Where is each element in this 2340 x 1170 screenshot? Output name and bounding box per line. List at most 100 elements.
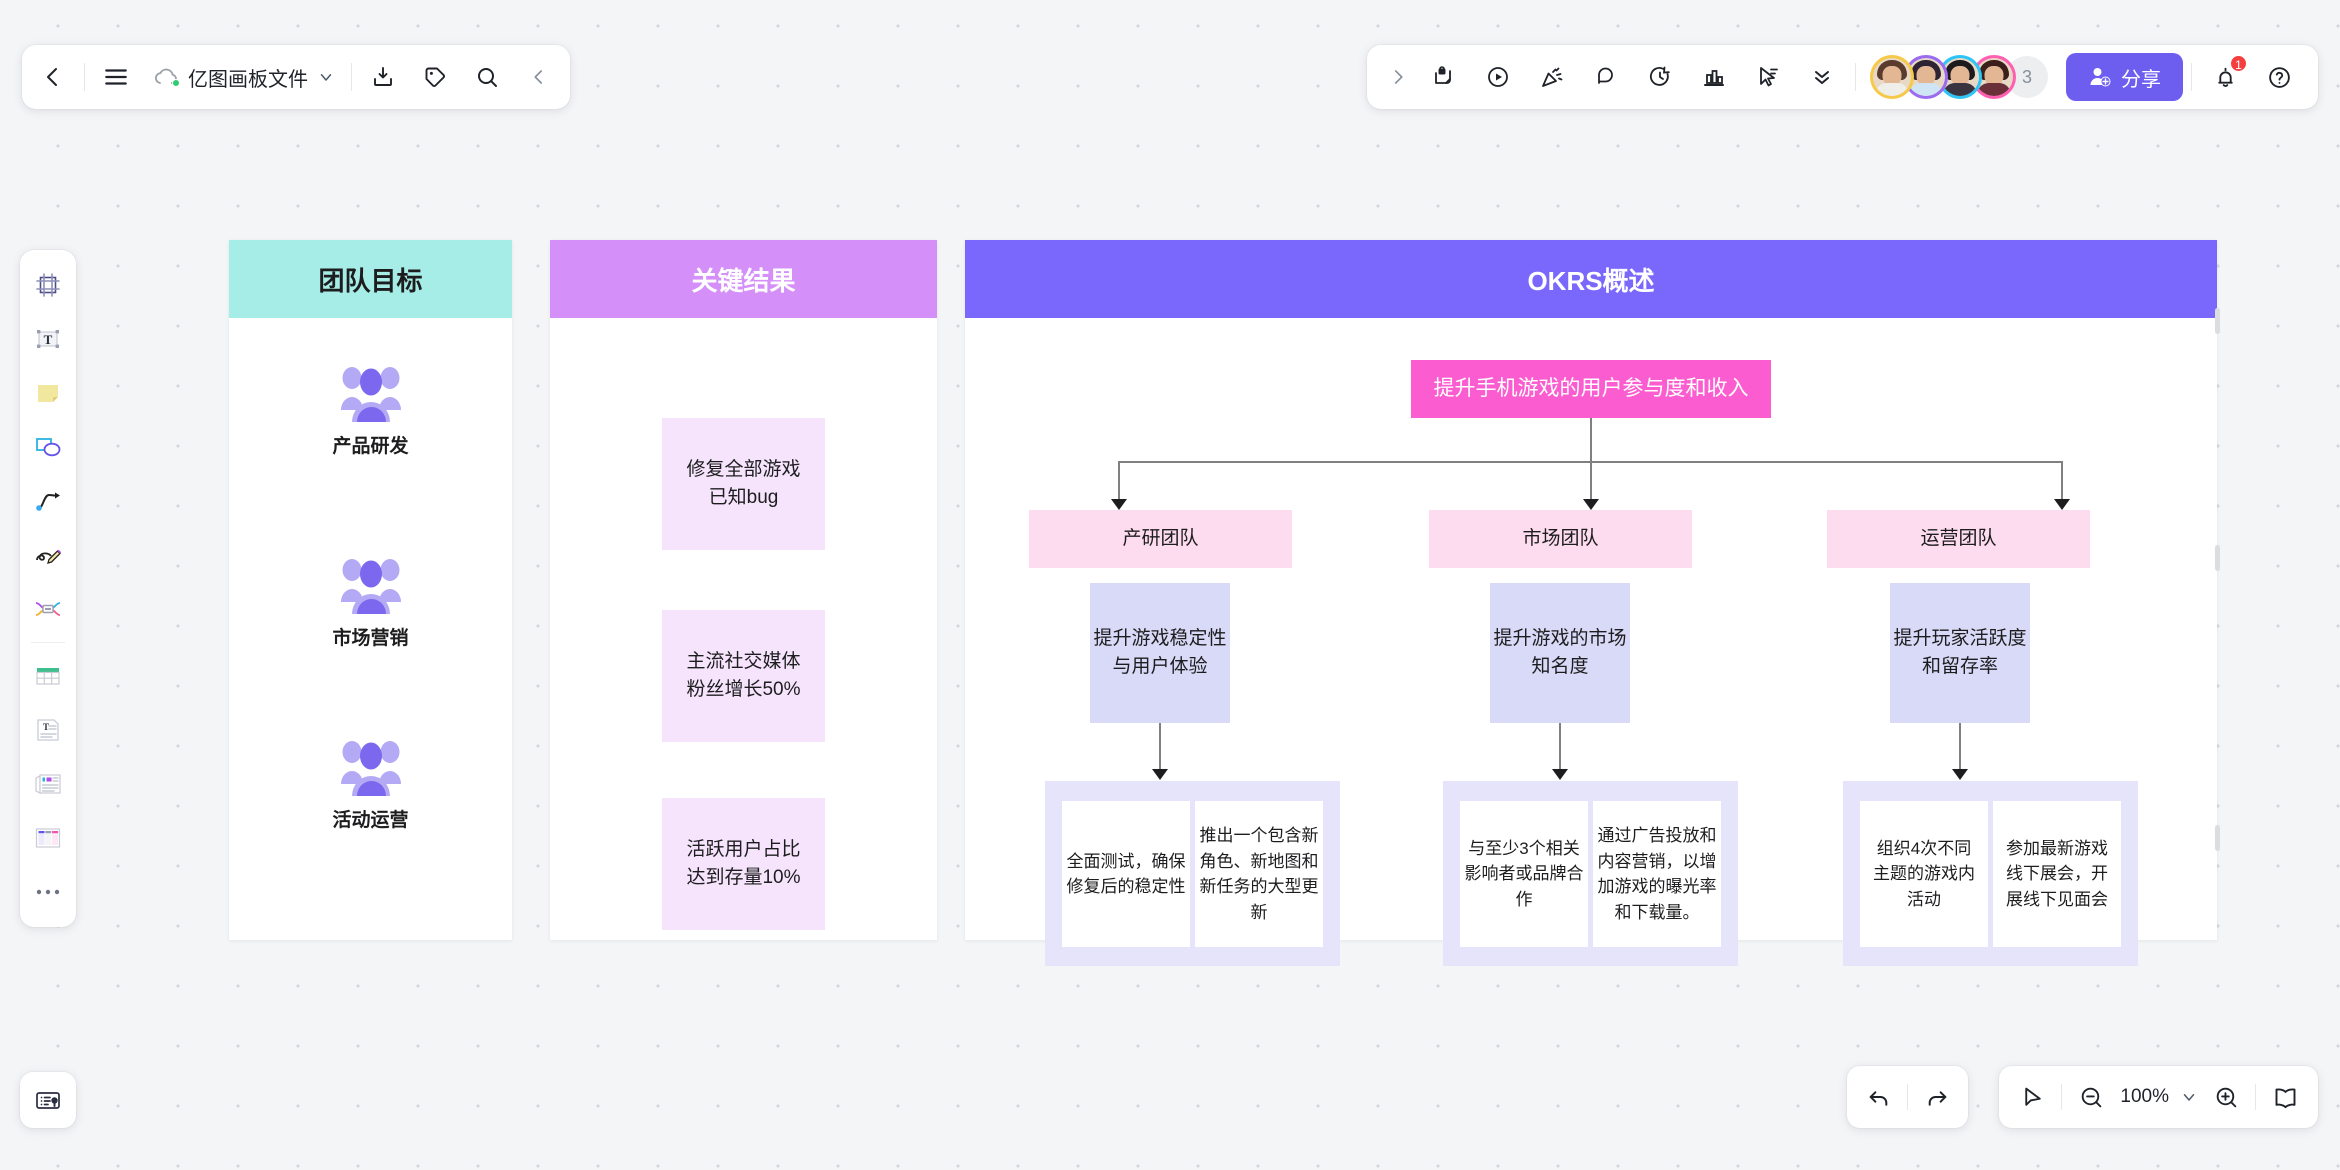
frame-tool[interactable] [25,260,71,310]
connector-branch-3 [2061,461,2063,501]
mindmap-tool[interactable] [25,584,71,634]
help-circle-icon [2268,66,2290,88]
more-tools-icon [36,889,60,895]
text-tool[interactable]: T [25,314,71,364]
goal-item[interactable]: 产品研发 [229,366,512,458]
play-presentation-icon [1488,67,1508,87]
download-export-icon [374,67,392,86]
column-header-key-results: 关键结果 [550,240,937,318]
back-button[interactable] [28,52,78,102]
connector-root-stem [1590,418,1592,462]
column-header-team-goals: 团队目标 [229,240,512,318]
goal-item[interactable]: 活动运营 [229,740,512,832]
presentation-mode-button[interactable] [2262,1074,2308,1120]
help-button[interactable] [2254,52,2304,102]
zoom-in-icon [2216,1087,2236,1107]
zoom-level-label[interactable]: 100% [2120,1086,2169,1107]
timer-icon [1650,66,1670,86]
column-key-results[interactable]: 关键结果 修复全部游戏 已知bug 主流社交媒体 粉丝增长50% 活跃用户占比 … [550,240,937,940]
okr-team-node[interactable]: 产研团队 [1029,510,1292,568]
key-result-card[interactable]: 主流社交媒体 粉丝增长50% [662,610,825,742]
goal-item[interactable]: 市场营销 [229,558,512,650]
expand-toolbar-button[interactable] [1381,52,1415,102]
okr-key-result-card[interactable]: 参加最新游戏 线下展会，开 展线下见面会 [1993,801,2121,947]
mindmap-tool-icon [35,602,61,616]
okr-key-result-card[interactable]: 通过广告投放和 内容营销，以增 加游戏的曝光率 和下载量。 [1593,801,1721,947]
timer-button[interactable] [1635,52,1685,102]
avatar[interactable] [1870,55,1914,99]
chevron-down-icon[interactable] [317,68,335,86]
chevron-down-icon [2183,1094,2195,1101]
arrow-head-group-3 [1952,769,1968,780]
kanban-tool-icon [35,828,61,848]
okr-key-result-card[interactable]: 组织4次不同 主题的游戏内 活动 [1860,801,1988,947]
chevron-right-icon [1394,70,1403,84]
comment-button[interactable] [1581,52,1631,102]
column-title: OKRS概述 [1527,265,1655,296]
zoom-out-button[interactable] [2068,1074,2114,1120]
lock-page-button[interactable] [1419,52,1469,102]
search-button[interactable] [462,52,512,102]
search-icon [478,68,497,87]
kanban-tool[interactable] [25,813,71,863]
column-okrs-overview[interactable]: OKRS概述 提升手机游戏的用户参与度和收入 产研团队 提升游戏稳定性 与用户体… [965,240,2220,966]
sticky-note-tool[interactable] [25,368,71,418]
undo-arrow-icon [1869,1090,1887,1106]
export-button[interactable] [358,52,408,102]
zoom-in-button[interactable] [2203,1074,2249,1120]
okr-key-result-card[interactable]: 全面测试，确保 修复后的稳定性 [1062,801,1190,947]
okr-root-node[interactable]: 提升手机游戏的用户参与度和收入 [1411,360,1771,418]
cards-tool[interactable] [25,759,71,809]
tag-button[interactable] [410,52,460,102]
cards-tool-icon [35,774,61,794]
column-title: 团队目标 [318,265,423,296]
divider [351,63,352,91]
cursor-flag-button[interactable] [1743,52,1793,102]
menu-button[interactable] [91,52,141,102]
more-options-button[interactable] [1797,52,1847,102]
chevron-left-icon [47,68,57,86]
undo-redo-toolbar [1847,1066,1968,1128]
key-result-card[interactable]: 修复全部游戏 已知bug [662,418,825,550]
okr-objective-node[interactable]: 提升游戏稳定性 与用户体验 [1090,583,1230,723]
column-title: 关键结果 [691,265,796,296]
more-tools-button[interactable] [25,867,71,917]
share-button[interactable]: 分享 [2066,53,2183,101]
text-tool-icon: T [37,330,59,348]
column-team-goals[interactable]: 团队目标 产品研发 市场营 [229,240,512,940]
key-result-card[interactable]: 活跃用户占比 达到存量10% [662,798,825,930]
resize-handle-right[interactable] [2215,545,2220,571]
ai-assistant-button[interactable] [20,1072,76,1128]
book-open-icon [2275,1087,2295,1108]
hamburger-menu-icon [105,69,127,85]
text-doc-tool[interactable]: T [25,705,71,755]
resize-handle-right[interactable] [2215,308,2220,334]
okr-objective-node[interactable]: 提升玩家活跃度 和留存率 [1890,583,2030,723]
okr-team-node[interactable]: 市场团队 [1429,510,1692,568]
pen-tool[interactable] [25,530,71,580]
resize-handle-right[interactable] [2215,825,2220,851]
okr-key-result-card[interactable]: 推出一个包含新 角色、新地图和 新任务的大型更 新 [1195,801,1323,947]
collapse-toolbar-button[interactable] [514,52,564,102]
redo-button[interactable] [1914,1074,1960,1120]
connector-tool[interactable] [25,476,71,526]
select-tool-button[interactable] [2009,1074,2055,1120]
play-presentation-button[interactable] [1473,52,1523,102]
okr-key-result-card[interactable]: 与至少3个相关 影响者或品牌合 作 [1460,801,1588,947]
table-tool[interactable] [25,651,71,701]
document-title-chip[interactable]: 亿图画板文件 [143,53,345,101]
arrow-head-branch-1 [1111,499,1127,510]
collaborator-avatars[interactable]: 3 [1870,55,2048,99]
people-group-icon [340,741,401,796]
notifications-button[interactable]: 1 [2200,52,2250,102]
shapes-tool[interactable] [25,422,71,472]
svg-text:T: T [44,332,53,347]
vote-chart-button[interactable] [1689,52,1739,102]
okr-team-node[interactable]: 运营团队 [1827,510,2090,568]
divider [1855,63,1856,91]
okr-objective-node[interactable]: 提升游戏的市场 知名度 [1490,583,1630,723]
zoom-dropdown-button[interactable] [2175,1074,2203,1120]
celebrate-button[interactable] [1527,52,1577,102]
undo-button[interactable] [1855,1074,1901,1120]
comment-icon [1598,67,1613,84]
